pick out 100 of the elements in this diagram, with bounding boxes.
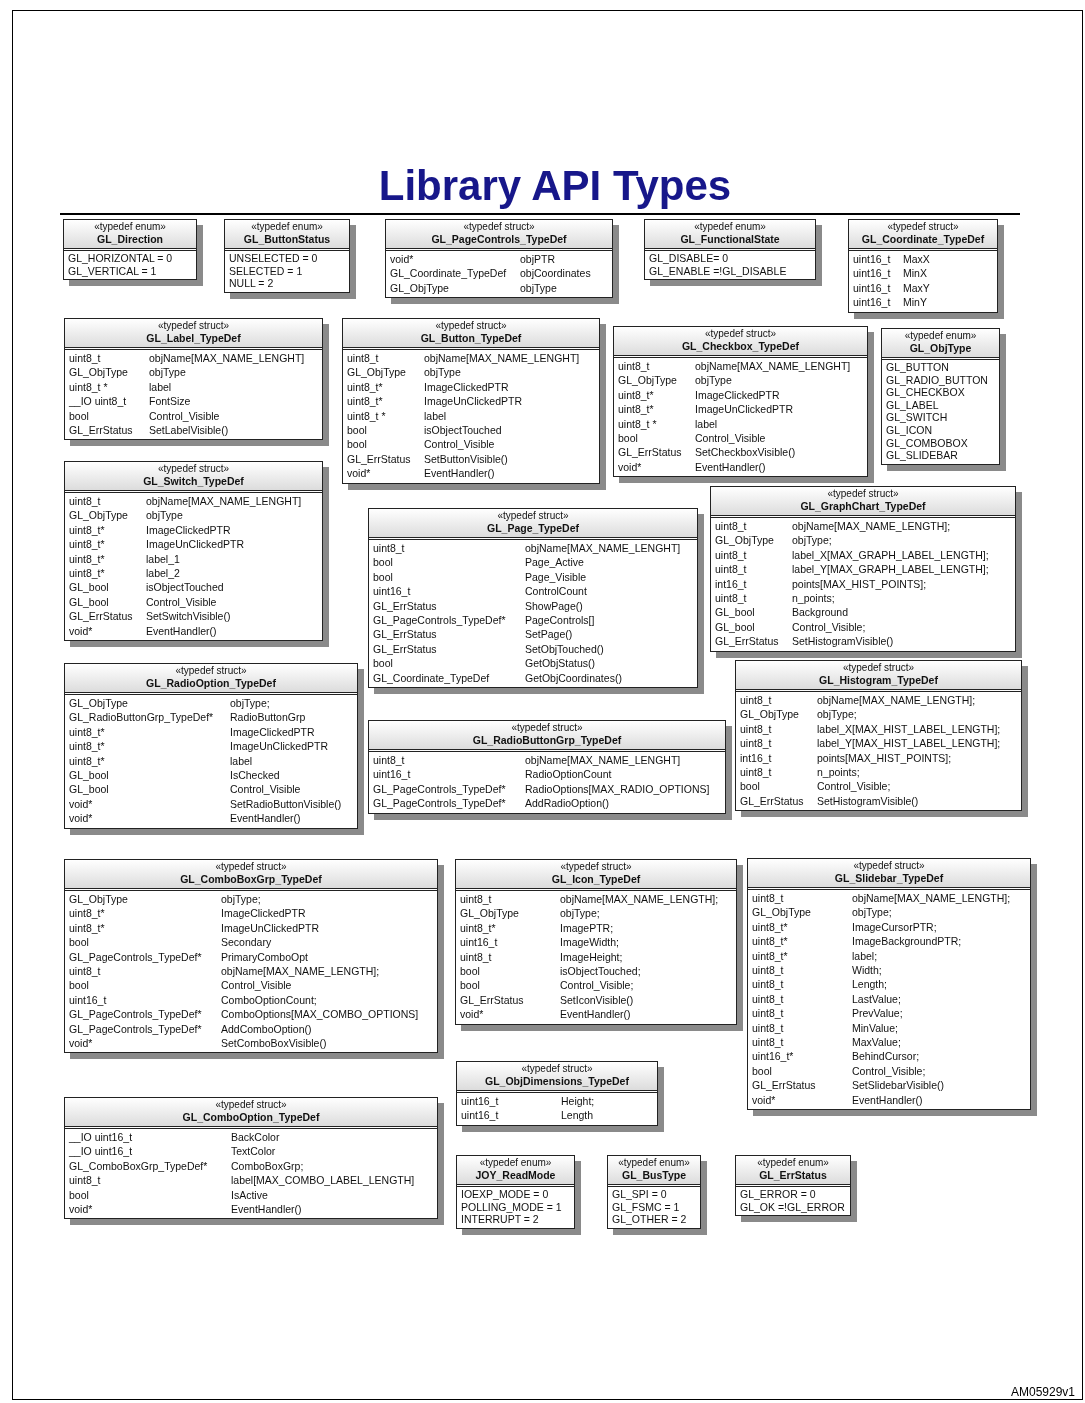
field-type: GL_ErrStatus xyxy=(69,609,134,624)
field-name: Page_Active xyxy=(525,555,584,570)
field-type: bool xyxy=(618,431,639,446)
field-type: GL_ErrStatus xyxy=(347,451,412,467)
field-type: GL_ObjType xyxy=(69,508,129,523)
field-name: label; xyxy=(852,948,878,964)
field-type: uint8_t* xyxy=(752,919,789,935)
field-type: uint8_t * xyxy=(618,416,658,432)
field-type: bool xyxy=(69,1187,90,1203)
field-name: Control_Visible xyxy=(695,431,766,446)
field-name: objType xyxy=(146,508,183,523)
field-type: uint8_t* xyxy=(618,402,655,417)
field-type: uint8_t xyxy=(373,753,406,768)
field-name: SetLabelVisible() xyxy=(149,423,229,438)
stereotype-label: «typedef struct» xyxy=(852,860,926,872)
field-name: MaxX xyxy=(903,252,930,267)
field-type: void* xyxy=(752,1092,777,1108)
field-name: SetPage() xyxy=(525,627,573,642)
stereotype-label: «typedef enum» xyxy=(93,221,167,233)
field-name: objType xyxy=(149,365,186,380)
field-name: Width; xyxy=(852,963,882,978)
field-name: AddComboOption() xyxy=(221,1021,312,1037)
field-name: isObjectTouched; xyxy=(560,964,641,979)
field-type: uint8_t* xyxy=(618,387,655,403)
field-name: Length; xyxy=(852,977,888,992)
field-name: label[MAX_COMBO_LABEL_LENGTH] xyxy=(231,1173,415,1188)
field-type: uint8_t xyxy=(752,991,785,1007)
field-name: Control_Visible xyxy=(230,782,301,797)
field-type: GL_PageControls_TypeDef* xyxy=(69,1021,203,1037)
field-name: objName[MAX_NAME_LENGHT] xyxy=(424,351,580,366)
field-name: SetButtonVisible() xyxy=(424,451,508,467)
enum-value: GL_ENABLE =!GL_DISABLE xyxy=(649,264,788,278)
field-name: EventHandler() xyxy=(695,459,766,475)
stereotype-label: «typedef struct» xyxy=(510,722,584,734)
field-name: objType; xyxy=(560,906,600,921)
field-type: GL_ErrStatus xyxy=(69,423,134,438)
field-type: uint8_t xyxy=(715,562,748,577)
field-type: bool xyxy=(373,656,394,671)
field-name: objType; xyxy=(817,707,857,722)
field-name: GetObjCoordinates() xyxy=(525,670,622,686)
field-type: uint8_t xyxy=(373,541,406,556)
field-type: GL_ObjType xyxy=(752,905,812,920)
field-type: uint16_t xyxy=(461,1108,500,1123)
field-type: uint8_t xyxy=(752,1006,785,1021)
field-name: isObjectTouched xyxy=(424,423,502,438)
field-name: MinValue; xyxy=(852,1020,898,1036)
field-name: ImageClickedPTR xyxy=(230,724,315,740)
field-name: EventHandler() xyxy=(852,1092,923,1108)
figure-code: AM05929v1 xyxy=(1010,1385,1075,1399)
field-name: objType; xyxy=(792,533,832,548)
class-name: GL_ComboBoxGrp_TypeDef xyxy=(179,873,323,886)
enum-value: GL_VERTICAL = 1 xyxy=(68,264,158,278)
field-name: label xyxy=(149,379,172,395)
field-name: MaxY xyxy=(903,280,930,296)
field-type: GL_PageControls_TypeDef* xyxy=(69,949,203,965)
stereotype-label: «typedef struct» xyxy=(496,510,570,522)
field-name: Secondary xyxy=(221,935,272,950)
enum-value: IOEXP_MODE = 0 xyxy=(461,1188,550,1201)
stereotype-label: «typedef enum» xyxy=(693,221,767,233)
field-name: objName[MAX_NAME_LENGTH]; xyxy=(221,964,380,979)
field-name: label_Y[MAX_GRAPH_LABEL_LENGTH]; xyxy=(792,562,989,577)
enum-value: GL_RADIO_BUTTON xyxy=(886,373,989,387)
field-type: bool xyxy=(740,779,761,794)
field-type: uint16_t xyxy=(853,266,892,281)
field-name: EventHandler() xyxy=(146,623,217,639)
field-type: GL_ObjType xyxy=(460,906,520,921)
class-name: GL_GraphChart_TypeDef xyxy=(799,500,927,513)
field-type: uint8_t xyxy=(715,591,748,606)
field-name: RadioOptions[MAX_RADIO_OPTIONS] xyxy=(525,781,710,797)
field-type: uint16_t xyxy=(69,992,108,1008)
field-type: uint8_t* xyxy=(752,934,789,949)
field-name: ComboBoxGrp; xyxy=(231,1158,304,1174)
field-type: GL_ObjType xyxy=(347,365,407,380)
enum-value: UNSELECTED = 0 xyxy=(229,252,319,265)
field-type: GL_bool xyxy=(69,580,110,595)
field-type: bool xyxy=(347,423,368,438)
field-name: IsChecked xyxy=(230,768,280,783)
field-type: GL_bool xyxy=(715,605,756,620)
enum-value: GL_FSMC = 1 xyxy=(612,1200,681,1214)
field-name: Control_Visible; xyxy=(560,978,634,993)
stereotype-label: «typedef struct» xyxy=(559,861,633,873)
enum-value: SELECTED = 1 xyxy=(229,264,304,278)
field-name: Control_Visible xyxy=(149,408,220,424)
field-type: GL_PageControls_TypeDef* xyxy=(373,613,507,628)
field-type: uint8_t* xyxy=(752,948,789,964)
field-type: GL_ObjType xyxy=(69,365,129,380)
field-name: ImageUnClickedPTR xyxy=(230,739,329,754)
field-name: FontSize xyxy=(149,394,191,409)
field-name: Background xyxy=(792,605,849,620)
stereotype-label: «typedef struct» xyxy=(520,1063,594,1075)
class-name: GL_Coordinate_TypeDef xyxy=(860,233,986,246)
field-name: label xyxy=(424,408,447,424)
field-type: GL_bool xyxy=(69,782,110,797)
field-name: ImageUnClickedPTR xyxy=(221,920,320,936)
field-type: GL_ComboBoxGrp_TypeDef* xyxy=(69,1158,209,1174)
field-name: objCoordinates xyxy=(520,266,591,281)
field-name: SetHistogramVisible() xyxy=(817,793,919,809)
field-type: GL_ErrStatus xyxy=(618,445,683,460)
field-name: EventHandler() xyxy=(560,1007,631,1022)
enum-value: INTERRUPT = 2 xyxy=(461,1213,540,1226)
